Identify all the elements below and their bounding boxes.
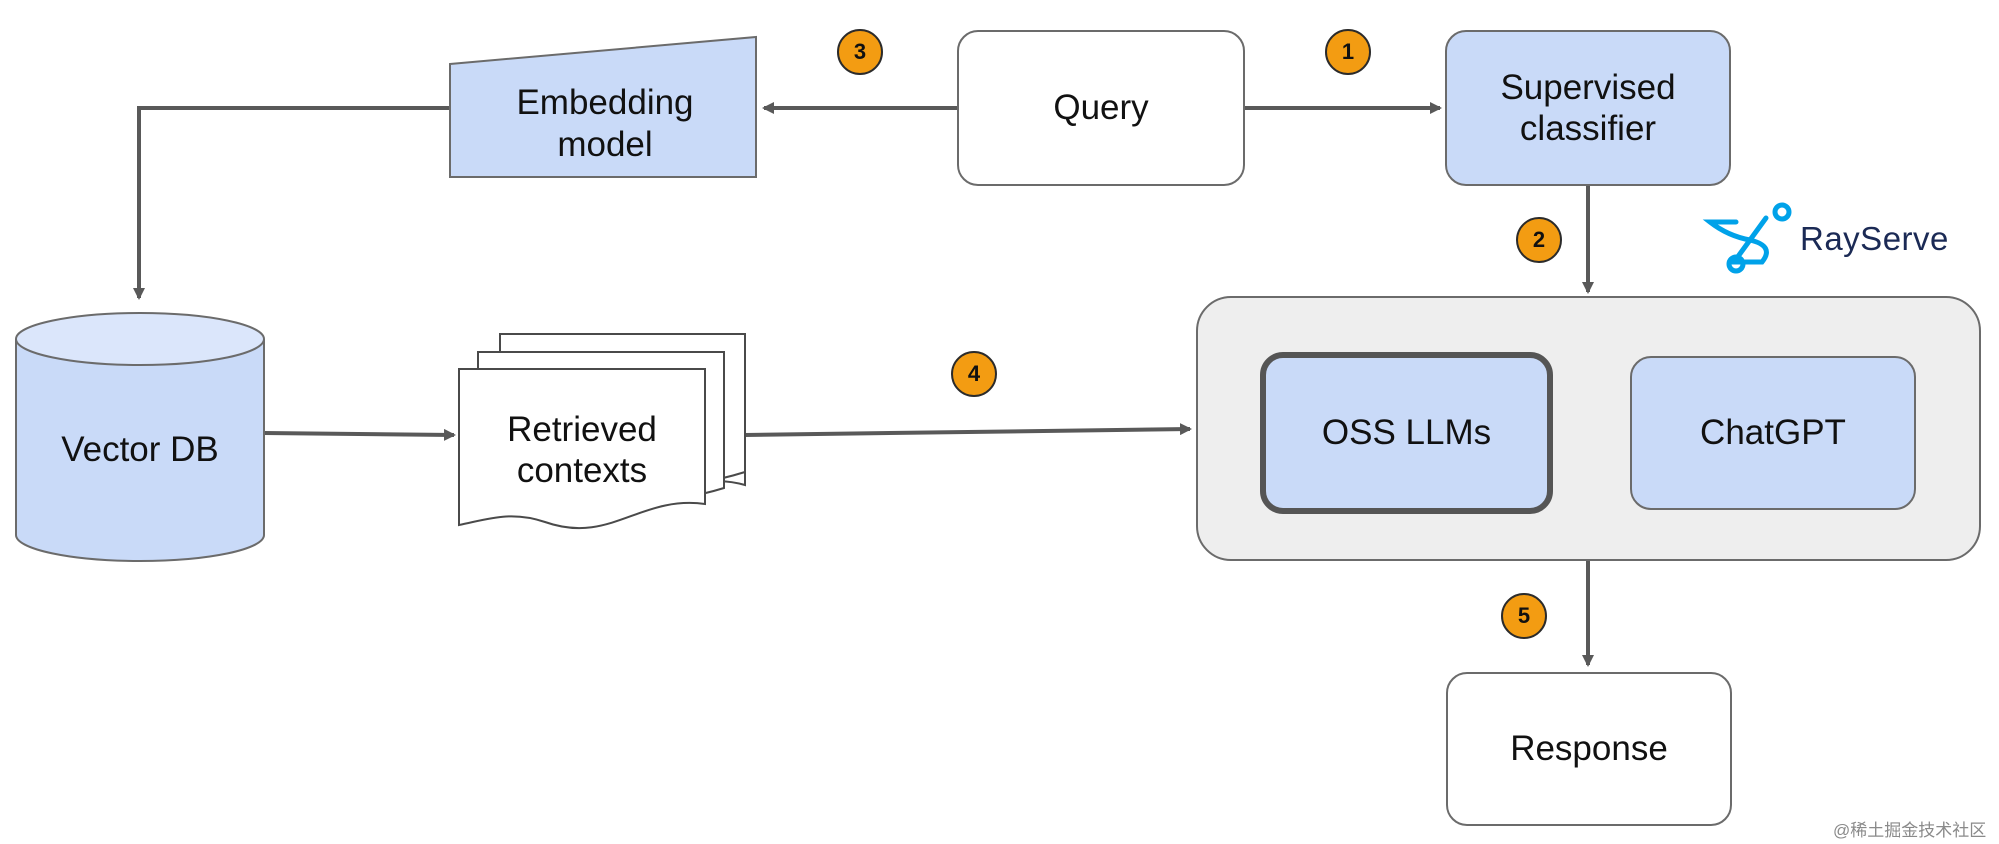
supervised-classifier-node bbox=[1445, 30, 1731, 186]
step-badge-2: 2 bbox=[1516, 217, 1562, 263]
chatgpt-label: ChatGPT bbox=[1700, 413, 1846, 453]
vector-db-node bbox=[15, 312, 265, 562]
step-badge-1: 1 bbox=[1325, 29, 1371, 75]
oss-llms-label: OSS LLMs bbox=[1321, 413, 1492, 453]
chatgpt-node bbox=[1630, 356, 1916, 510]
ray-serve-logo-icon bbox=[1702, 202, 1792, 274]
arrow-vectordb-to-contexts bbox=[263, 428, 456, 441]
oss-llms-node bbox=[1260, 352, 1553, 514]
retrieved-contexts-label: Retrieved contexts bbox=[507, 409, 657, 490]
embedding-model-node bbox=[449, 35, 757, 178]
embedding-model-label: Embedding model bbox=[516, 83, 694, 164]
arrow-contexts-to-llms bbox=[744, 423, 1192, 437]
supervised-classifier-label: Supervised classifier bbox=[1500, 67, 1676, 148]
vector-db-label: Vector DB bbox=[61, 430, 219, 470]
query-label: Query bbox=[1053, 88, 1149, 128]
retrieved-contexts-node bbox=[458, 333, 746, 530]
step-badge-4: 4 bbox=[951, 351, 997, 397]
query-node bbox=[957, 30, 1245, 186]
response-node bbox=[1446, 672, 1732, 826]
step-badge-5: 5 bbox=[1501, 593, 1547, 639]
step-badge-3: 3 bbox=[837, 29, 883, 75]
response-label: Response bbox=[1510, 729, 1668, 769]
watermark: @稀土掘金技术社区 bbox=[1833, 821, 1987, 840]
ray-serve-logo-text: RayServe bbox=[1800, 220, 1949, 257]
arrow-embedding-to-vectordb bbox=[133, 106, 450, 300]
